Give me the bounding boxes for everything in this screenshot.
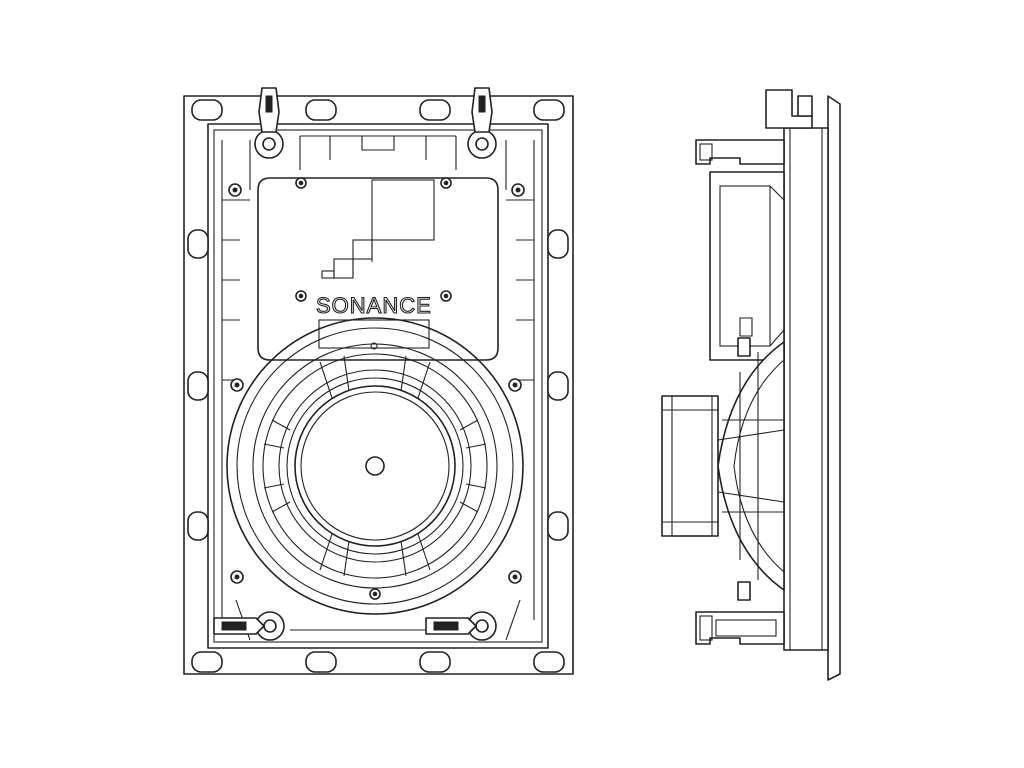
side-top-clamp (695, 139, 785, 165)
label-plate (318, 319, 430, 349)
dust-cap (365, 456, 385, 476)
sonance-logo-mark (321, 179, 435, 279)
bottom-clamps (213, 611, 497, 641)
front-view: SONANCE (183, 87, 574, 675)
brand-logo-text: SONANCE (316, 293, 432, 318)
side-magnet (661, 395, 719, 537)
edge-slots (187, 99, 569, 673)
outer-frame (183, 95, 574, 675)
side-crossover-housing (709, 171, 785, 361)
crossover-plate (257, 177, 499, 361)
side-baffle (783, 127, 829, 651)
plate-screws (228, 177, 525, 600)
side-woofer (661, 337, 785, 601)
top-clamps (254, 87, 497, 159)
frame-ribs (221, 135, 535, 641)
side-view (661, 89, 841, 681)
side-bottom-clamp (695, 611, 785, 645)
woofer (226, 317, 524, 615)
side-flange (827, 95, 841, 681)
